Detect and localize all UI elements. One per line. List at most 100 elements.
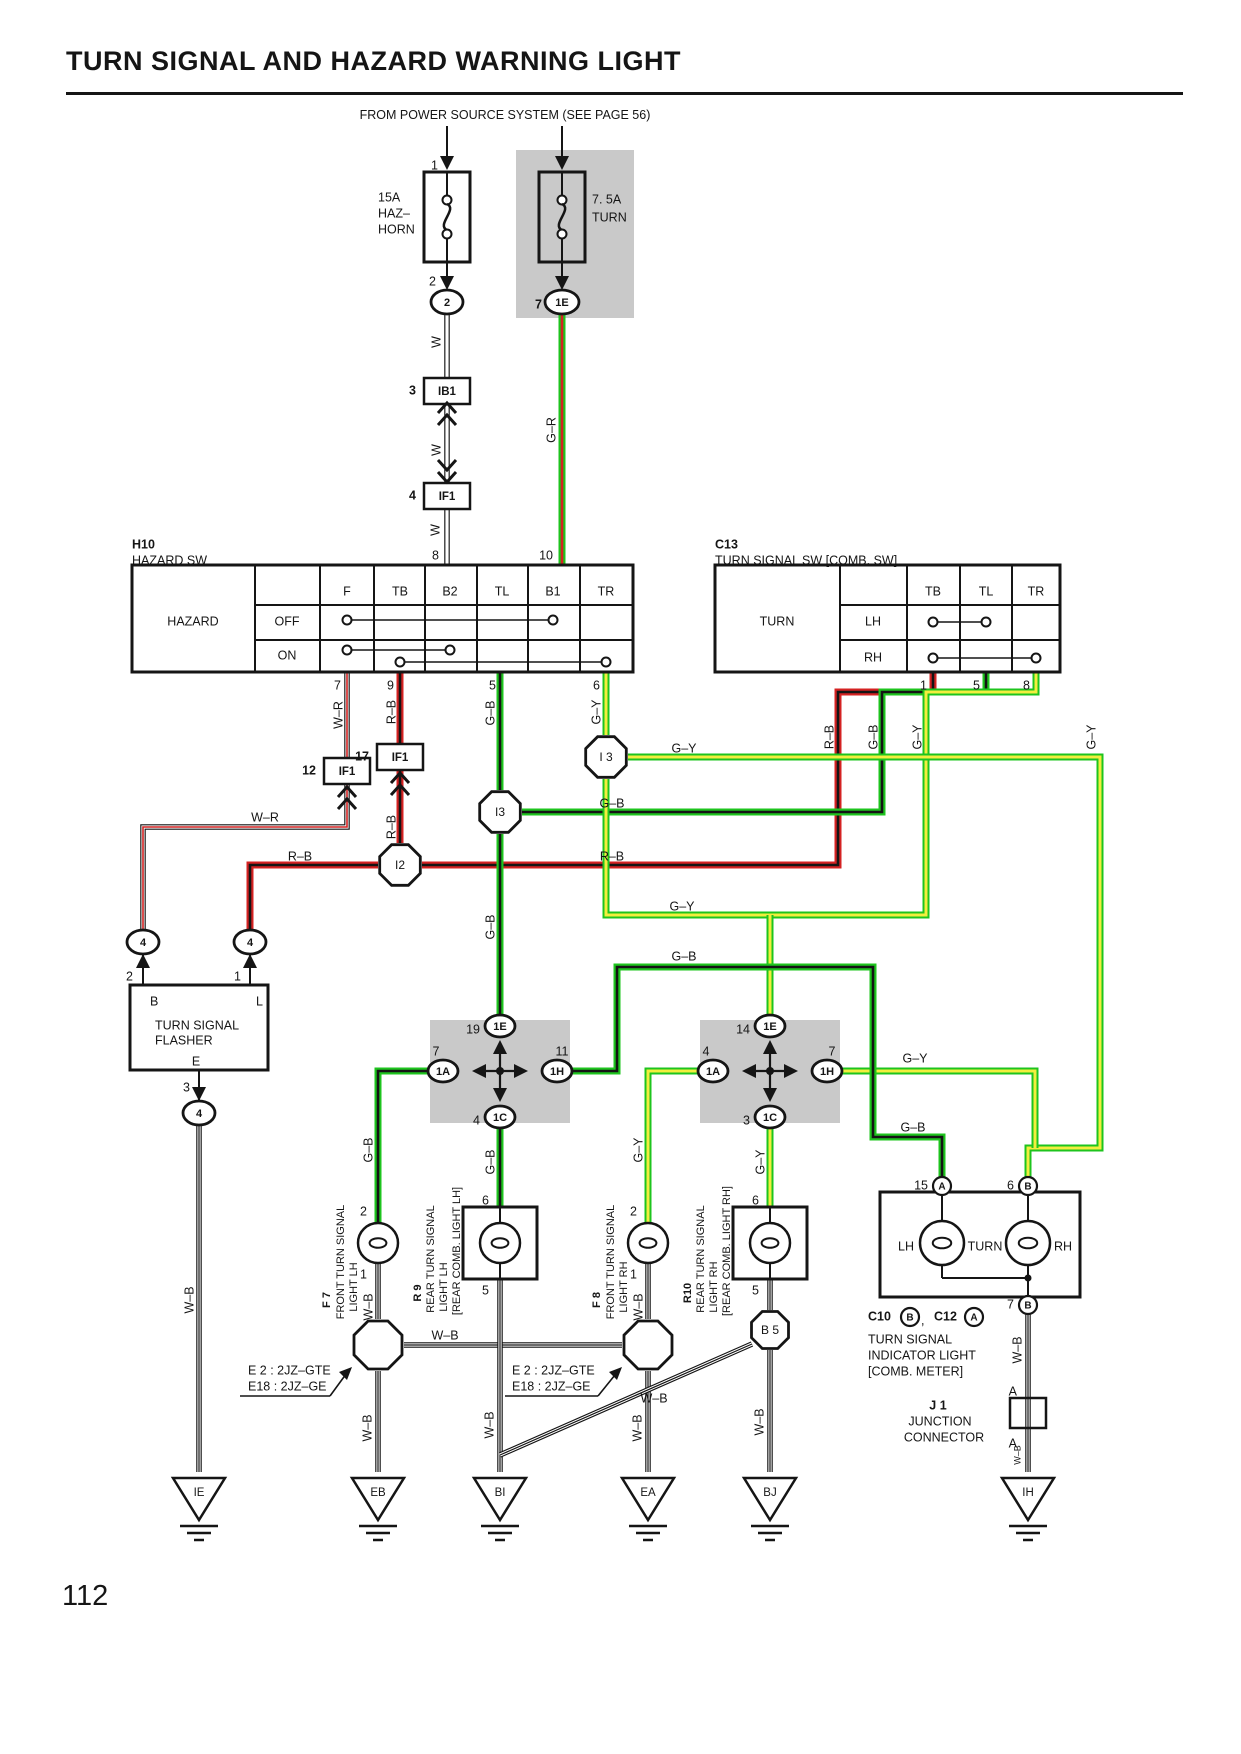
switch-contact-icon	[444, 644, 456, 656]
arrowhead-icon	[493, 1088, 507, 1102]
switch-contact-icon	[980, 616, 992, 628]
ground-bi-label: BI	[495, 1487, 506, 1499]
wire-wr-5	[141, 784, 349, 930]
text-label: 7	[433, 1044, 440, 1058]
block1-pin-1e	[483, 1013, 517, 1039]
text-label: 5	[752, 1283, 759, 1297]
connector-if1-4	[422, 481, 472, 511]
text-label: [REAR COMB. LIGHT LH]	[451, 1187, 463, 1315]
text-label: E 2 : 2JZ–GTE	[248, 1363, 331, 1377]
block2-pin-1c-label: 1C	[763, 1112, 777, 1124]
text-label: W–B	[431, 1328, 458, 1342]
text-label: TURN SIGNAL SW [COMB. SW]	[715, 553, 897, 567]
text-label: G–Y	[753, 1149, 767, 1175]
connector-ib1-label: IB1	[438, 386, 457, 398]
text-label: 2	[360, 1204, 367, 1218]
text-label: 1	[431, 158, 438, 172]
text-label: C13	[715, 537, 738, 551]
text-label: OFF	[275, 614, 300, 628]
text-label: ON	[278, 648, 297, 662]
chevron-mark-icon	[436, 458, 458, 473]
text-label: W–B	[360, 1414, 374, 1441]
switch-contact-icon	[394, 656, 406, 668]
arrowhead-icon	[555, 156, 569, 170]
text-label: LIGHT LH	[438, 1262, 450, 1311]
meter-pin-b-top-label: B	[1024, 1182, 1031, 1193]
block1-pin-1a	[426, 1058, 460, 1084]
text-label: W–B	[630, 1414, 644, 1441]
block2-pin-1h	[810, 1058, 844, 1084]
text-label: ,	[921, 1313, 924, 1327]
text-label: 4	[703, 1044, 710, 1058]
text-label: TB	[925, 584, 941, 598]
text-label: R–B	[384, 815, 398, 839]
ground-ea	[619, 1476, 677, 1523]
fuse-element-icon	[557, 202, 567, 232]
connector-4-e-label: 4	[196, 1108, 203, 1120]
text-label: 7	[1007, 1297, 1014, 1311]
junction-e2-lh	[352, 1319, 404, 1371]
junction-b5	[750, 1310, 790, 1350]
hazard-switch-table	[130, 563, 635, 674]
rear-turn-rh-bulb-filament-icon	[760, 1237, 780, 1249]
turn-signal-flasher	[128, 983, 270, 1072]
text-label: FRONT TURN SIGNAL	[335, 1205, 347, 1320]
page-title: TURN SIGNAL AND HAZARD WARNING LIGHT	[66, 46, 681, 76]
junction-dot-icon	[766, 1067, 774, 1075]
text-label: 1	[360, 1267, 367, 1281]
text-label: HAZARD	[167, 614, 218, 628]
junction-dot-icon	[496, 1067, 504, 1075]
block2-pin-1e	[753, 1013, 787, 1039]
meter-pin-b-bottom	[1017, 1294, 1039, 1316]
text-label: INDICATOR LIGHT	[868, 1348, 976, 1362]
arrowhead-icon	[339, 1367, 352, 1380]
text-label: G–Y	[910, 724, 924, 750]
wire-gb-19	[374, 1067, 429, 1223]
fuse-contact	[556, 228, 568, 240]
text-label: 7	[334, 678, 341, 692]
block1-pin-1c	[483, 1104, 517, 1130]
text-label: TL	[979, 584, 994, 598]
text-label: 17	[355, 749, 369, 763]
text-label: G–B	[483, 700, 497, 725]
text-label: W	[429, 336, 443, 348]
text-label: R–B	[288, 849, 312, 863]
text-label: 9	[387, 678, 394, 692]
arrowhead-icon	[192, 1087, 206, 1101]
text-label: W	[429, 444, 443, 456]
text-label: [REAR COMB. LIGHT RH]	[721, 1186, 733, 1316]
block2-pin-1e-label: 1E	[763, 1021, 776, 1033]
text-label: G–B	[483, 914, 497, 939]
text-label: W	[428, 524, 442, 536]
text-label: REAR TURN SIGNAL	[425, 1205, 437, 1312]
front-turn-lh-bulb	[356, 1221, 400, 1265]
text-label: CONNECTOR	[904, 1430, 984, 1444]
text-label: 12	[302, 763, 316, 777]
text-label: HORN	[378, 222, 415, 236]
text-label: 7	[535, 297, 542, 311]
connector-4-l-label: 4	[247, 937, 254, 949]
text-label: J 1	[929, 1398, 946, 1412]
arrowhead-icon	[609, 1367, 622, 1380]
text-label: JUNCTION	[908, 1414, 971, 1428]
ground-eb-label: EB	[370, 1487, 386, 1499]
text-label: RH	[864, 650, 882, 664]
arrowhead-icon	[243, 954, 257, 968]
text-label: G–B	[900, 1120, 925, 1134]
wire-gb-19	[376, 1069, 429, 1223]
text-label: E18 : 2JZ–GE	[512, 1379, 591, 1393]
text-label: LIGHT RH	[708, 1261, 720, 1312]
text-label: W–R	[251, 810, 279, 824]
block2-pin-1c	[753, 1104, 787, 1130]
text-label: G–R	[544, 417, 558, 443]
arrowhead-icon	[136, 954, 150, 968]
ground-bj	[741, 1476, 799, 1523]
block1-pin-1c-label: 1C	[493, 1112, 507, 1124]
text-label: TR	[1028, 584, 1045, 598]
connector-ib1	[422, 376, 472, 406]
comb-meter-box	[878, 1190, 1082, 1299]
text-label: 5	[489, 678, 496, 692]
junction-i3-lower	[478, 790, 522, 834]
text-label: W–B	[1012, 1445, 1022, 1465]
text-label: 6	[593, 678, 600, 692]
